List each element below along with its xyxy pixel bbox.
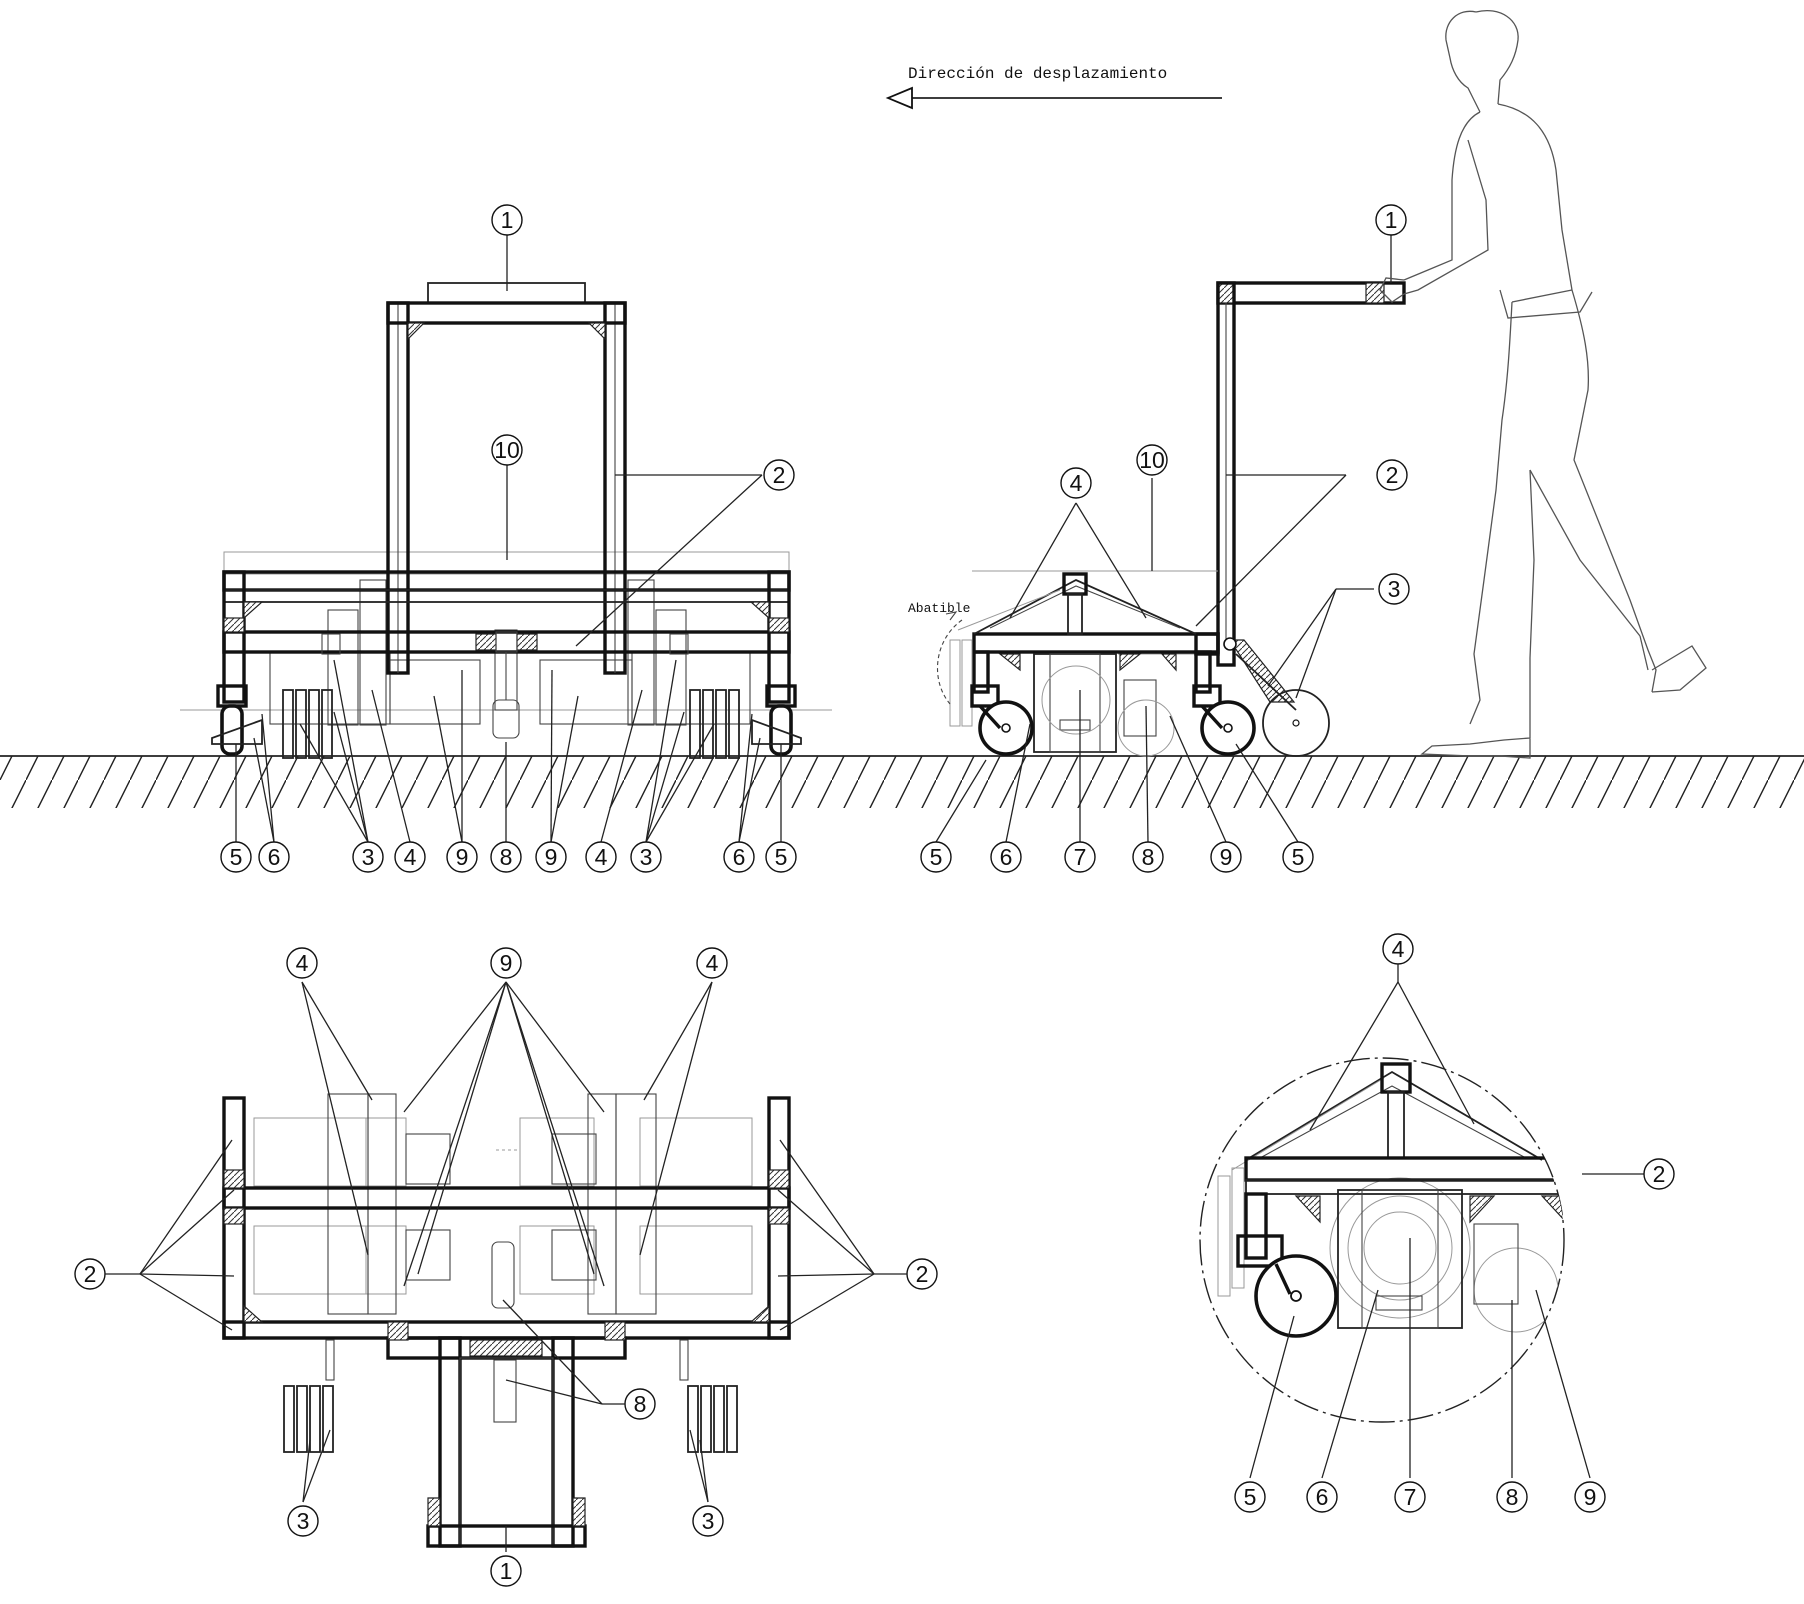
side-callout-2: 2: [1386, 462, 1399, 488]
top-callout-3-right: 3: [702, 1508, 715, 1534]
front-callout-3-left: 3: [362, 844, 375, 870]
side-callout-5-left: 5: [930, 844, 943, 870]
side-callout-10: 10: [1139, 447, 1165, 473]
top-callout-4-right: 4: [706, 950, 719, 976]
front-callout-5-left: 5: [230, 844, 243, 870]
operator-figure: [1379, 10, 1707, 759]
detail-view-leaders: [1249, 981, 1644, 1479]
side-callout-4: 4: [1070, 470, 1083, 496]
front-callout-9-right: 9: [545, 844, 558, 870]
front-callout-4-right: 4: [595, 844, 608, 870]
top-view: [222, 1093, 791, 1548]
ground: [0, 755, 1804, 808]
detail-view: [1199, 1057, 1565, 1423]
top-callout-9: 9: [500, 950, 513, 976]
top-view-leaders: [139, 981, 875, 1552]
front-callout-5-right: 5: [775, 844, 788, 870]
side-callouts: 1 2 3 4 10 5 6 7 8 9 5: [920, 204, 1410, 873]
top-callout-1: 1: [500, 1558, 513, 1584]
side-callout-1: 1: [1385, 207, 1398, 233]
direction-indicator: Dirección de desplazamiento: [885, 65, 1222, 110]
top-callout-8: 8: [634, 1391, 647, 1417]
abatible-label: Abatible: [908, 601, 970, 616]
front-callout-10: 10: [494, 437, 520, 463]
top-callout-2-right: 2: [916, 1261, 929, 1287]
side-callout-5-right: 5: [1292, 844, 1305, 870]
front-callout-4-left: 4: [404, 844, 417, 870]
detail-callout-5: 5: [1244, 1484, 1257, 1510]
top-callout-4-left: 4: [296, 950, 309, 976]
side-callout-9: 9: [1220, 844, 1233, 870]
top-callout-2-left: 2: [84, 1261, 97, 1287]
detail-callout-2: 2: [1653, 1161, 1666, 1187]
front-callout-2: 2: [773, 462, 786, 488]
front-callout-9-left: 9: [456, 844, 469, 870]
detail-callout-6: 6: [1316, 1484, 1329, 1510]
detail-callout-7: 7: [1404, 1484, 1417, 1510]
front-callout-8: 8: [500, 844, 513, 870]
front-callouts: 1 2 10 5 6 3 4 9 8 9 4 3 6 5: [220, 204, 797, 873]
top-callout-3-left: 3: [297, 1508, 310, 1534]
side-view-leaders: [935, 233, 1392, 843]
side-callout-3: 3: [1388, 576, 1401, 602]
detail-callouts: 4 2 5 6 7 8 9: [1234, 933, 1675, 1513]
front-callout-1: 1: [501, 207, 514, 233]
direction-label: Dirección de desplazamiento: [908, 65, 1167, 83]
front-view: [180, 282, 832, 759]
front-callout-6-right: 6: [733, 844, 746, 870]
detail-callout-4: 4: [1392, 936, 1405, 962]
side-callout-7: 7: [1074, 844, 1087, 870]
side-callout-8: 8: [1142, 844, 1155, 870]
front-callout-3-right: 3: [640, 844, 653, 870]
detail-callout-9: 9: [1584, 1484, 1597, 1510]
side-callout-6: 6: [1000, 844, 1013, 870]
front-callout-6-left: 6: [268, 844, 281, 870]
detail-callout-8: 8: [1506, 1484, 1519, 1510]
side-view: Abatible: [908, 281, 1406, 757]
top-callouts: 4 9 4 2 2 8 3 3 1: [74, 947, 938, 1587]
front-view-leaders: [235, 233, 782, 843]
